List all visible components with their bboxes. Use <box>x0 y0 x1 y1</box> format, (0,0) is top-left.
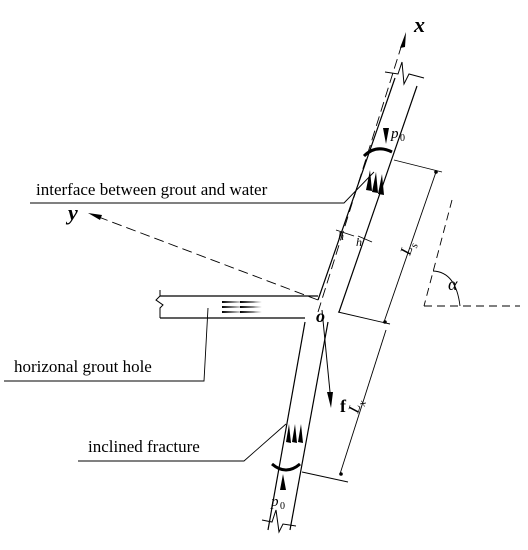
fracture-flow-arrows-upper <box>366 170 384 195</box>
y-axis-line <box>95 215 319 301</box>
flow-arrow <box>378 174 384 195</box>
upper-interface-arc <box>362 147 393 158</box>
inclined-fracture <box>267 77 418 531</box>
text-labels: x y o p 0 p 0 h h L s L x f α interface … <box>14 12 458 512</box>
flow-arrow <box>240 311 262 313</box>
dim-tick <box>434 170 438 174</box>
ext-line-top <box>393 159 443 173</box>
origin-label: o <box>316 306 325 326</box>
flow-arrow <box>372 172 378 193</box>
h-right-label: h <box>356 235 362 249</box>
flow-arrow <box>298 424 303 443</box>
callout-leaders <box>4 171 375 462</box>
p0-bottom-arrow <box>280 474 286 490</box>
fracture-right-wall-upper <box>338 85 418 313</box>
p0-top-label: p <box>390 126 399 142</box>
h-left-label: h <box>338 229 344 243</box>
fracture-callout-label: inclined fracture <box>88 437 200 456</box>
force-f <box>321 309 333 408</box>
x-axis-line <box>317 43 403 313</box>
alpha-label: α <box>448 274 458 294</box>
lower-interface-arc <box>271 462 301 472</box>
flow-arrow <box>240 301 262 303</box>
y-axis <box>88 213 319 301</box>
Lx-dimension-line <box>339 329 387 475</box>
hole-leader <box>4 307 209 382</box>
interface-arcs <box>271 147 393 472</box>
top-break-mark <box>384 61 425 86</box>
bottom-break-mark <box>261 509 297 534</box>
h-marker-left <box>335 229 355 237</box>
angle-reference <box>423 199 520 307</box>
force-f-arrowhead <box>327 392 333 408</box>
x-axis-label: x <box>413 12 425 37</box>
p0-top-subscript: 0 <box>400 133 405 144</box>
angle-arc <box>432 270 461 307</box>
ext-line-mid <box>337 311 391 325</box>
hole-callout-label: horizonal grout hole <box>14 357 152 376</box>
dim-tick <box>383 320 387 324</box>
y-axis-arrowhead <box>88 213 102 220</box>
angle-inclined-line <box>423 199 453 307</box>
Ls-label-group: L s <box>397 242 421 258</box>
fracture-right-wall-lower <box>289 321 329 531</box>
flow-arrow <box>222 301 244 303</box>
Lx-label-group: L x <box>345 399 369 416</box>
Ls-dimension-line <box>383 171 437 323</box>
interface-leader <box>30 171 375 204</box>
hole-flow-arrows <box>222 301 262 313</box>
hole-break-mark <box>155 290 164 318</box>
Lx-subscript: x <box>356 399 369 408</box>
y-axis-label: y <box>65 200 78 225</box>
flow-arrow <box>366 170 372 191</box>
fracture-left-wall-lower <box>267 321 306 531</box>
Ls-subscript: s <box>408 242 421 250</box>
p0-top-arrow <box>383 128 389 144</box>
break-marks <box>155 61 425 534</box>
dimension-lines <box>301 159 443 483</box>
flow-arrow <box>286 424 291 443</box>
dim-tick <box>339 472 343 476</box>
h-marker-right <box>357 235 373 243</box>
dimension-ticks <box>339 170 438 476</box>
flow-arrow <box>222 306 244 308</box>
x-axis <box>317 32 406 313</box>
fracture-leader <box>78 423 287 462</box>
interface-callout-label: interface between grout and water <box>36 180 268 199</box>
p0-bottom-subscript: 0 <box>280 501 285 512</box>
horizontal-grout-hole <box>160 295 318 319</box>
flow-arrow <box>240 306 262 308</box>
flow-arrow <box>292 424 297 443</box>
force-f-line <box>321 309 331 393</box>
ext-line-bottom <box>301 471 349 483</box>
fracture-flow-arrows-lower <box>286 424 303 443</box>
x-axis-arrowhead <box>400 32 406 48</box>
force-f-label: f <box>340 396 347 416</box>
flow-arrow <box>222 311 244 313</box>
p0-bottom-label: p <box>270 494 279 510</box>
pressure-arrows <box>280 128 389 490</box>
